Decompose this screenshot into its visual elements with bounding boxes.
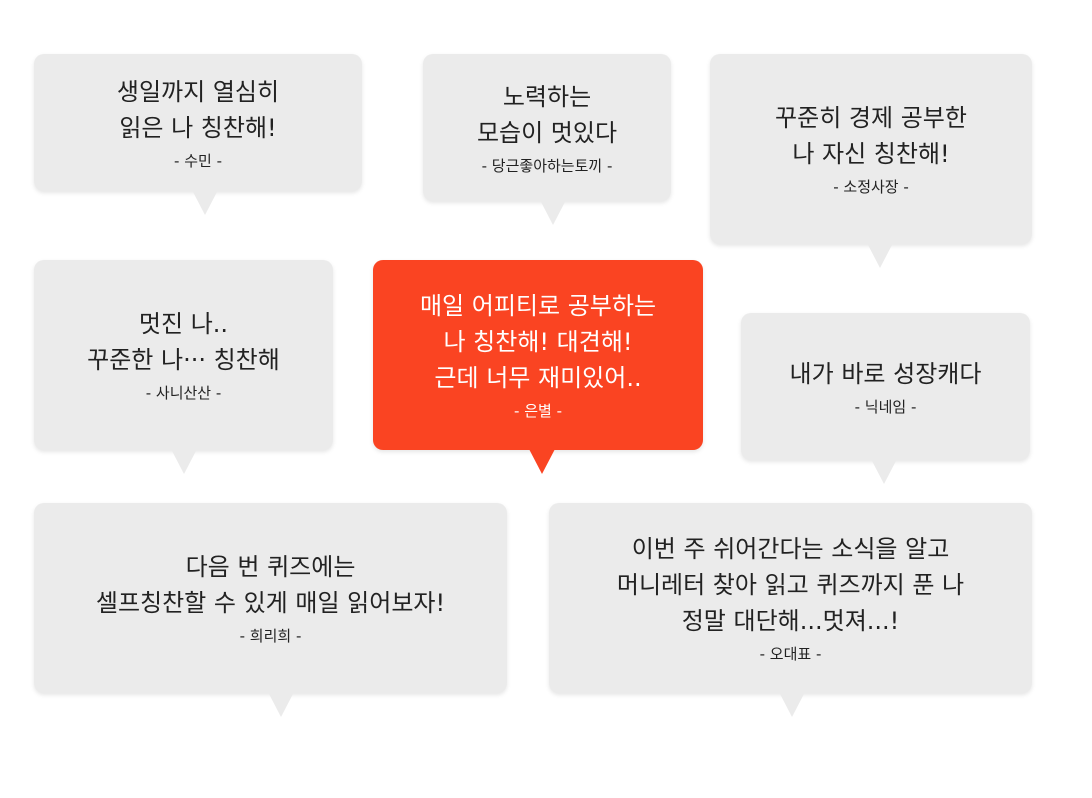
bubble-8-line-1: 이번 주 쉬어간다는 소식을 알고: [631, 535, 950, 563]
bubble-5-line-3: 근데 너무 재미있어..: [434, 364, 642, 392]
bubble-7-line-1: 다음 번 퀴즈에는: [185, 553, 356, 581]
bubble-3-author: - 소정사장 -: [833, 178, 909, 196]
bubble-2-line-2: 모습이 멋있다: [476, 118, 618, 147]
speech-bubble-6: 내가 바로 성장캐다 - 닉네임 -: [741, 313, 1030, 484]
bubble-4-line-1: 멋진 나..: [138, 310, 229, 338]
bubble-6-author: - 닉네임 -: [854, 397, 917, 416]
bubble-5-line-1: 매일 어피티로 공부하는: [419, 292, 657, 320]
speech-bubble-5-highlighted: 매일 어피티로 공부하는 나 칭찬해! 대견해! 근데 너무 재미있어.. - …: [373, 260, 703, 474]
speech-bubble-2: 노력하는 모습이 멋있다 - 당근좋아하는토끼 -: [423, 54, 671, 225]
bubble-8-line-3: 정말 대단해...멋져...!: [681, 607, 900, 635]
bubble-1-line-1: 생일까지 열심히: [116, 77, 280, 106]
bubble-7-line-2: 셀프칭찬할 수 있게 매일 읽어보자!: [95, 589, 446, 617]
bubble-5-line-2: 나 칭찬해! 대견해!: [443, 328, 633, 356]
bubble-tail: [867, 243, 893, 268]
bubble-tail: [779, 692, 805, 717]
bubble-tail: [529, 449, 555, 474]
bubble-1-line-2: 읽은 나 칭찬해!: [119, 113, 277, 142]
bubble-5-author: - 은별 -: [514, 402, 562, 420]
bubble-8-author: - 오대표 -: [759, 645, 822, 663]
speech-bubble-7: 다음 번 퀴즈에는 셀프칭찬할 수 있게 매일 읽어보자! - 희리희 -: [34, 503, 507, 717]
bubble-tail: [268, 692, 294, 717]
bubble-6-line-1: 내가 바로 성장캐다: [789, 359, 982, 388]
bubble-7-author: - 희리희 -: [239, 627, 302, 645]
bubble-tail: [540, 200, 566, 225]
bubble-8-line-2: 머니레터 찾아 읽고 퀴즈까지 푼 나: [616, 571, 965, 599]
bubble-3-line-2: 나 자신 칭찬해!: [792, 140, 950, 168]
bubble-tail: [171, 449, 197, 474]
bubble-3-line-1: 꾸준히 경제 공부한: [775, 104, 967, 132]
speech-bubble-3: 꾸준히 경제 공부한 나 자신 칭찬해! - 소정사장 -: [710, 54, 1032, 268]
bubble-2-line-1: 노력하는: [502, 82, 592, 111]
bubble-4-author: - 사니산산 -: [145, 384, 222, 402]
bubble-2-author: - 당근좋아하는토끼 -: [481, 156, 613, 175]
bubble-tail: [871, 459, 897, 484]
speech-bubble-8: 이번 주 쉬어간다는 소식을 알고 머니레터 찾아 읽고 퀴즈까지 푼 나 정말…: [549, 503, 1032, 717]
speech-bubble-1: 생일까지 열심히 읽은 나 칭찬해! - 수민 -: [34, 54, 362, 215]
bubble-1-author: - 수민 -: [174, 151, 222, 170]
bubble-4-line-2: 꾸준한 나··· 칭찬해: [87, 346, 280, 374]
speech-bubble-4: 멋진 나.. 꾸준한 나··· 칭찬해 - 사니산산 -: [34, 260, 333, 474]
bubble-tail: [192, 190, 218, 215]
